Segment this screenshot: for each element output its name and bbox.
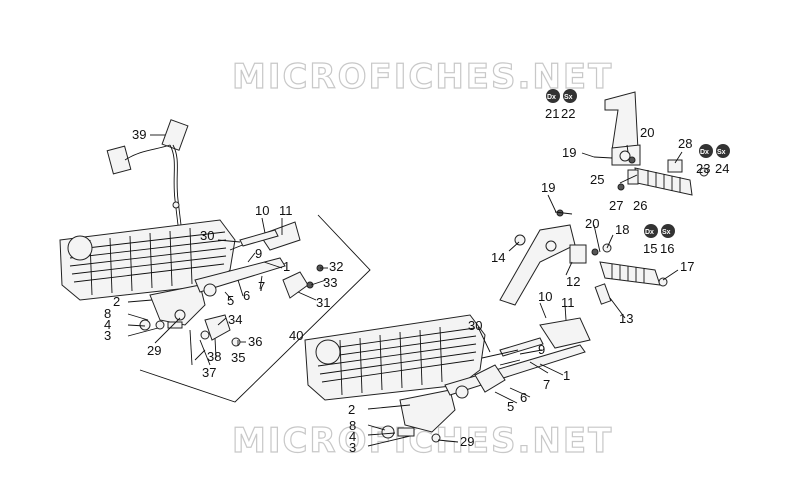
badge-dx-21 — [546, 89, 560, 103]
badge-sx-24 — [716, 144, 730, 158]
callout-31: 31 — [316, 295, 330, 310]
badge-dx-23 — [699, 144, 713, 158]
rear-footrest-bracket — [499, 209, 668, 306]
callout-7-left: 7 — [258, 279, 265, 294]
callout-25: 25 — [590, 172, 604, 187]
callout-6-right: 6 — [520, 390, 527, 405]
badge-dx-15 — [644, 224, 658, 238]
right-stand-parts — [381, 317, 591, 443]
callout-24: 24 — [715, 161, 729, 176]
callout-27: 27 — [609, 198, 623, 213]
callout-5-right: 5 — [507, 399, 514, 414]
callout-3-right: 3 — [349, 440, 356, 455]
right-engine-block — [304, 314, 486, 401]
callouts: 39 2 8 4 3 29 30 10 11 9 1 7 6 5 32 33 3… — [104, 106, 729, 455]
callout-19-top: 19 — [562, 145, 576, 160]
callout-39: 39 — [132, 127, 146, 142]
callout-28: 28 — [678, 136, 692, 151]
callout-38: 38 — [207, 349, 221, 364]
callout-30-right: 30 — [468, 318, 482, 333]
callout-34: 34 — [228, 312, 242, 327]
svg-text:Sx: Sx — [717, 149, 726, 156]
callout-37: 37 — [202, 365, 216, 380]
callout-16: 16 — [660, 241, 674, 256]
callout-22: 22 — [561, 106, 575, 121]
callout-3-left: 3 — [104, 328, 111, 343]
callout-9-left: 9 — [255, 246, 262, 261]
callout-6-left: 6 — [243, 288, 250, 303]
group-40-outline — [139, 214, 371, 403]
callout-29-left: 29 — [147, 343, 161, 358]
svg-text:Dx: Dx — [700, 149, 709, 156]
callout-10-left: 10 — [255, 203, 269, 218]
callout-8-left: 8 — [104, 306, 111, 321]
callout-11-left: 11 — [279, 203, 293, 218]
callout-19-bottom: 19 — [541, 180, 555, 195]
callout-23: 23 — [696, 161, 710, 176]
svg-text:Sx: Sx — [564, 94, 573, 101]
callout-4-left: 4 — [104, 317, 111, 332]
leader-lines — [127, 134, 706, 447]
callout-10-right: 10 — [538, 289, 552, 304]
callout-1-left: 1 — [283, 259, 290, 274]
callout-20-top: 20 — [640, 125, 654, 140]
callout-29-right: 29 — [460, 434, 474, 449]
callout-2-right: 2 — [348, 402, 355, 417]
callout-17: 17 — [680, 259, 694, 274]
callout-18: 18 — [615, 222, 629, 237]
callout-7-right: 7 — [543, 377, 550, 392]
callout-26: 26 — [633, 198, 647, 213]
callout-36: 36 — [248, 334, 262, 349]
variant-badges: Dx Sx Dx Sx Dx Sx — [546, 89, 730, 238]
callout-8-right: 8 — [349, 418, 356, 433]
callout-11-right: 11 — [561, 295, 575, 310]
svg-text:Dx: Dx — [547, 94, 556, 101]
callout-20-bottom: 20 — [585, 216, 599, 231]
callout-30-left: 30 — [200, 228, 214, 243]
badge-sx-22 — [563, 89, 577, 103]
front-footrest-bracket — [593, 91, 709, 196]
callout-13: 13 — [619, 311, 633, 326]
callout-15: 15 — [643, 241, 657, 256]
svg-text:Dx: Dx — [645, 229, 654, 236]
callout-1-right: 1 — [563, 368, 570, 383]
callout-40: 40 — [289, 328, 303, 343]
callout-5-left: 5 — [227, 293, 234, 308]
wiring-harness — [106, 119, 189, 286]
svg-text:Sx: Sx — [662, 229, 671, 236]
callout-32: 32 — [329, 259, 343, 274]
badge-sx-16 — [661, 224, 675, 238]
callout-2-left: 2 — [113, 294, 120, 309]
callout-12: 12 — [566, 274, 580, 289]
callout-35: 35 — [231, 350, 245, 365]
callout-33: 33 — [323, 275, 337, 290]
callout-4-right: 4 — [349, 429, 356, 444]
callout-14: 14 — [491, 250, 505, 265]
callout-9-right: 9 — [538, 342, 545, 357]
callout-21: 21 — [545, 106, 559, 121]
